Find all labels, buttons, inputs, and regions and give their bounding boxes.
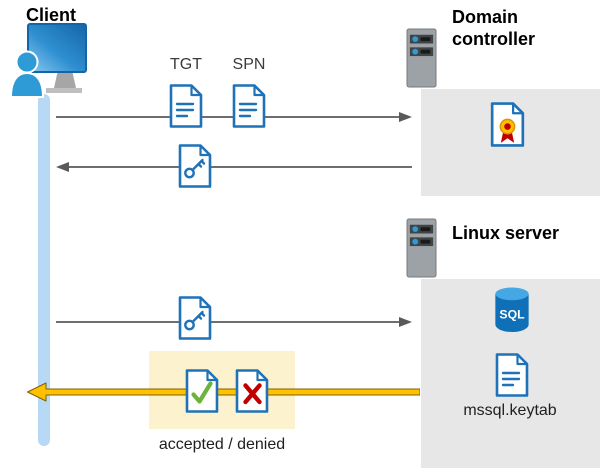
key-document-icon-dc xyxy=(177,144,213,188)
monitor-stand xyxy=(54,70,76,88)
linux-server-label: Linux server xyxy=(452,223,560,243)
arrow-linux-server-to-client-yellow xyxy=(27,382,420,402)
key-document-icon-linux xyxy=(177,296,213,340)
user-head xyxy=(15,50,39,74)
linux-server-server-icon xyxy=(404,218,439,278)
tgt-label: TGT xyxy=(170,56,202,73)
sql-text: SQL xyxy=(499,307,525,321)
certificate-document-icon xyxy=(489,102,526,147)
tgt-document-icon xyxy=(168,84,204,128)
arrow-client-to-domain-controller xyxy=(56,112,412,122)
domain-controller-server-icon xyxy=(404,28,439,88)
client-lifeline xyxy=(38,94,50,446)
user-body xyxy=(12,71,45,98)
client-label: Client xyxy=(26,5,77,25)
arrow-client-to-linux-server xyxy=(56,317,412,327)
keytab-label: mssql.keytab xyxy=(463,402,557,419)
monitor-base xyxy=(46,88,82,93)
keytab-document-icon xyxy=(494,353,530,397)
spn-document-icon xyxy=(231,84,267,128)
client-computer-icon xyxy=(12,22,92,98)
monitor-screen xyxy=(27,23,87,73)
domain-controller-label: Domain controller xyxy=(452,7,536,49)
spn-label: SPN xyxy=(232,56,266,73)
arrow-domain-controller-to-client xyxy=(56,162,412,172)
accepted-check-document-icon xyxy=(184,369,220,413)
sql-database-icon: SQL xyxy=(492,286,532,333)
accepted-denied-label: accepted / denied xyxy=(158,436,286,453)
denied-cross-document-icon xyxy=(234,369,270,413)
